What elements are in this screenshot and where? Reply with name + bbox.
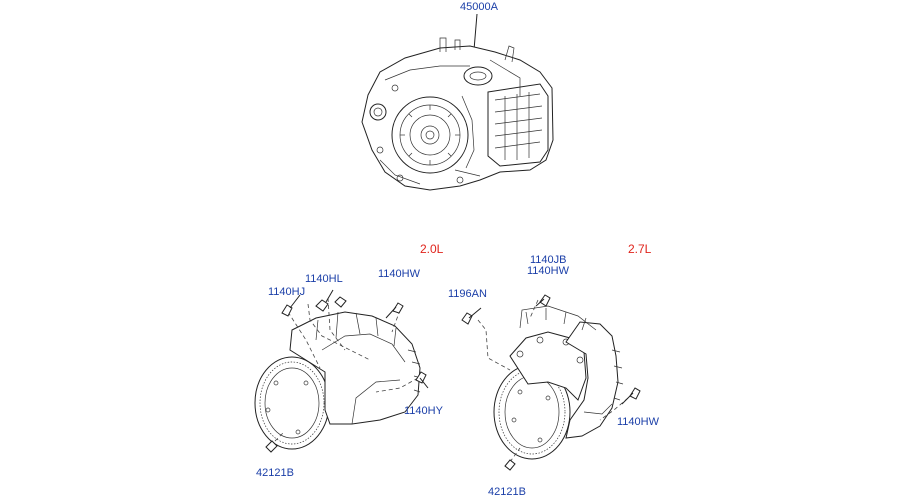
transaxle-2-0l-drawing	[254, 289, 429, 453]
label-42121b-2-7l: 42121B	[488, 486, 526, 498]
label-1140hw-2-7l-right: 1140HW	[617, 416, 659, 428]
transaxle-2-7l-drawing	[461, 294, 641, 471]
label-1140hw-2-0l: 1140HW	[378, 268, 420, 280]
label-1196an: 1196AN	[448, 288, 487, 300]
transaxle-assembly-drawing	[361, 13, 554, 191]
label-45000a: 45000A	[460, 1, 498, 13]
label-42121b-2-0l: 42121B	[256, 467, 294, 479]
label-1140hw-2-7l-top: 1140HW	[527, 265, 569, 277]
engine-label-2-7l: 2.7L	[628, 242, 652, 256]
label-1140hy: 1140HY	[404, 405, 443, 417]
label-1140hl: 1140HL	[305, 273, 343, 285]
label-1140jb: 1140JB	[530, 254, 567, 266]
label-1140hj: 1140HJ	[268, 286, 306, 298]
engine-label-2-0l: 2.0L	[420, 242, 444, 256]
